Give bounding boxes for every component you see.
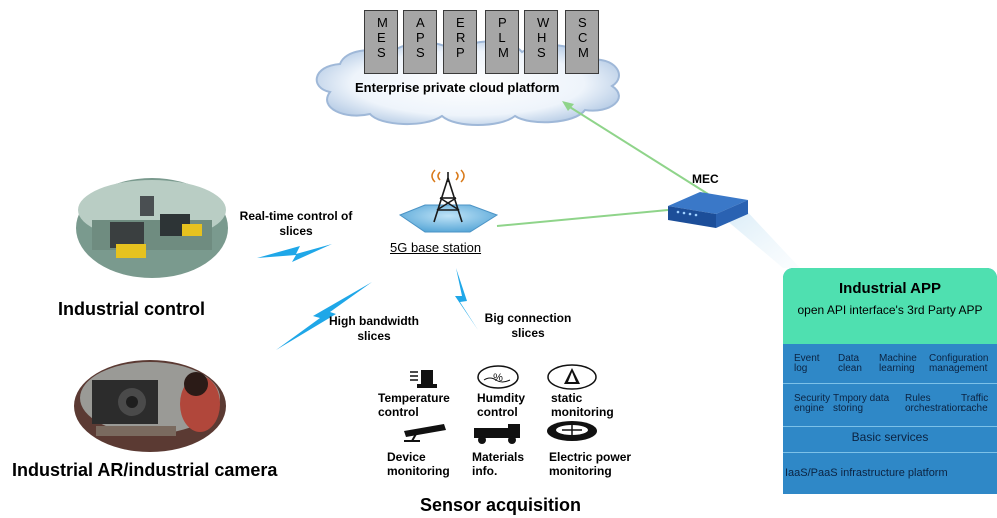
- mec-server-icon: [668, 192, 748, 228]
- system-box-label: APS: [416, 15, 425, 60]
- power-meter-icon: [547, 421, 597, 441]
- svg-text:%: %: [493, 372, 503, 384]
- system-box-plm: PLM: [485, 10, 519, 74]
- panel-divider: [783, 383, 997, 384]
- iaas-paas-label: IaaS/PaaS infrastructure platform: [785, 467, 948, 479]
- scenario-sensor-acquisition: Sensor acquisition: [420, 495, 582, 515]
- sensor-label-power: Electric power monitoring: [549, 450, 632, 478]
- system-box-label: MES: [377, 15, 388, 60]
- lightning-connection: [455, 268, 478, 330]
- system-box-whs: WHS: [524, 10, 558, 74]
- scenario-industrial-ar: Industrial AR/industrial camera: [12, 460, 278, 480]
- service-event-log: Event log: [794, 353, 820, 374]
- base-station-platform: [398, 204, 499, 233]
- service-temporary-storing: Tmpory data storing: [833, 393, 890, 414]
- service-data-clean: Data clean: [838, 353, 862, 374]
- slice-realtime-label: Real-time control of slices: [239, 209, 353, 238]
- service-machine-learning: Machine learning: [879, 353, 917, 374]
- industrial-ar-photo: [74, 360, 226, 452]
- sensor-label-device: Device monitoring: [387, 450, 450, 478]
- system-box-label: ERP: [456, 15, 466, 60]
- system-box-label: WHS: [537, 15, 550, 60]
- link-mec-cloud: [564, 103, 709, 195]
- industrial-app-panel: Industrial APP open API interface's 3rd …: [783, 268, 997, 494]
- service-rules-orchestration: Rules orchestration: [905, 393, 963, 414]
- lightning-bandwidth: [276, 282, 372, 350]
- connection-beam: [712, 206, 800, 268]
- system-box-erp: ERP: [443, 10, 477, 74]
- sensor-label-temperature: Temperature control: [378, 391, 450, 419]
- signal-icon: [431, 169, 465, 183]
- panel-divider: [783, 426, 997, 427]
- static-warning-icon: [547, 364, 597, 390]
- slice-bandwidth-label: High bandwidth slices: [329, 314, 419, 343]
- tower-icon: [433, 172, 463, 223]
- sensor-label-static: static monitoring: [551, 391, 614, 419]
- truck-icon: [474, 424, 520, 444]
- sensor-label-humidity: Humdity control: [477, 391, 525, 419]
- system-box-mes: MES: [364, 10, 398, 74]
- link-bs-mec: [496, 209, 669, 227]
- system-box-label: SCM: [578, 15, 589, 60]
- scenario-industrial-control: Industrial control: [58, 299, 206, 319]
- system-box-label: PLM: [498, 15, 509, 60]
- industrial-control-photo: [76, 178, 228, 278]
- system-box-scm: SCM: [565, 10, 599, 74]
- thermometer-icon: [410, 370, 437, 388]
- panel-divider: [783, 452, 997, 453]
- sensor-label-materials: Materials info.: [472, 450, 525, 478]
- industrial-app-title: Industrial APP: [839, 280, 941, 297]
- industrial-app-header: Industrial APP open API interface's 3rd …: [783, 268, 997, 344]
- cloud-platform-label: Enterprise private cloud platform: [355, 80, 560, 95]
- service-configuration-management: Configuration management: [929, 353, 989, 374]
- arrow-head: [562, 101, 574, 111]
- slice-connection-label: Big connection slices: [484, 311, 572, 340]
- industrial-app-subtitle: open API interface's 3rd Party APP: [797, 303, 983, 317]
- base-station-label: 5G base station: [390, 240, 482, 255]
- system-box-aps: APS: [403, 10, 437, 74]
- service-traffic-cache: Traffic cache: [961, 393, 989, 414]
- service-security-engine: Security engine: [794, 393, 831, 414]
- humidity-icon: %: [477, 365, 519, 389]
- mec-label: MEC: [692, 172, 719, 186]
- camera-device-icon: [404, 424, 446, 442]
- lightning-realtime: [257, 244, 332, 262]
- basic-services-label: Basic services: [851, 430, 929, 444]
